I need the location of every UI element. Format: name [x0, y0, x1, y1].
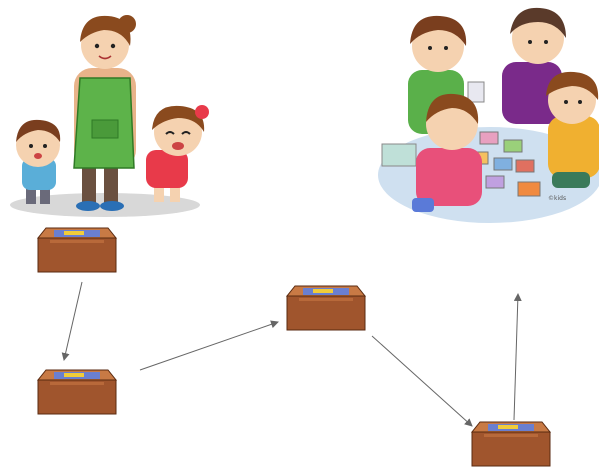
girl-figure	[146, 105, 209, 202]
illustration-children-card-game: ©kids	[378, 8, 599, 223]
box-1	[38, 228, 116, 272]
arrow-box3-to-box4	[372, 336, 472, 426]
arrow-box2-to-box3	[140, 322, 278, 370]
caregiver-figure	[74, 15, 136, 211]
arrow-box4-to-players	[514, 294, 518, 420]
box-4	[472, 422, 550, 466]
box-3	[287, 286, 365, 330]
boy-figure	[16, 120, 60, 204]
child-yellow-shirt-figure	[546, 72, 599, 188]
box-2	[38, 370, 116, 414]
arrow-box1-to-box2	[64, 282, 82, 360]
illustration-caregiver-with-children	[10, 15, 209, 217]
watermark: ©kids	[548, 195, 566, 202]
